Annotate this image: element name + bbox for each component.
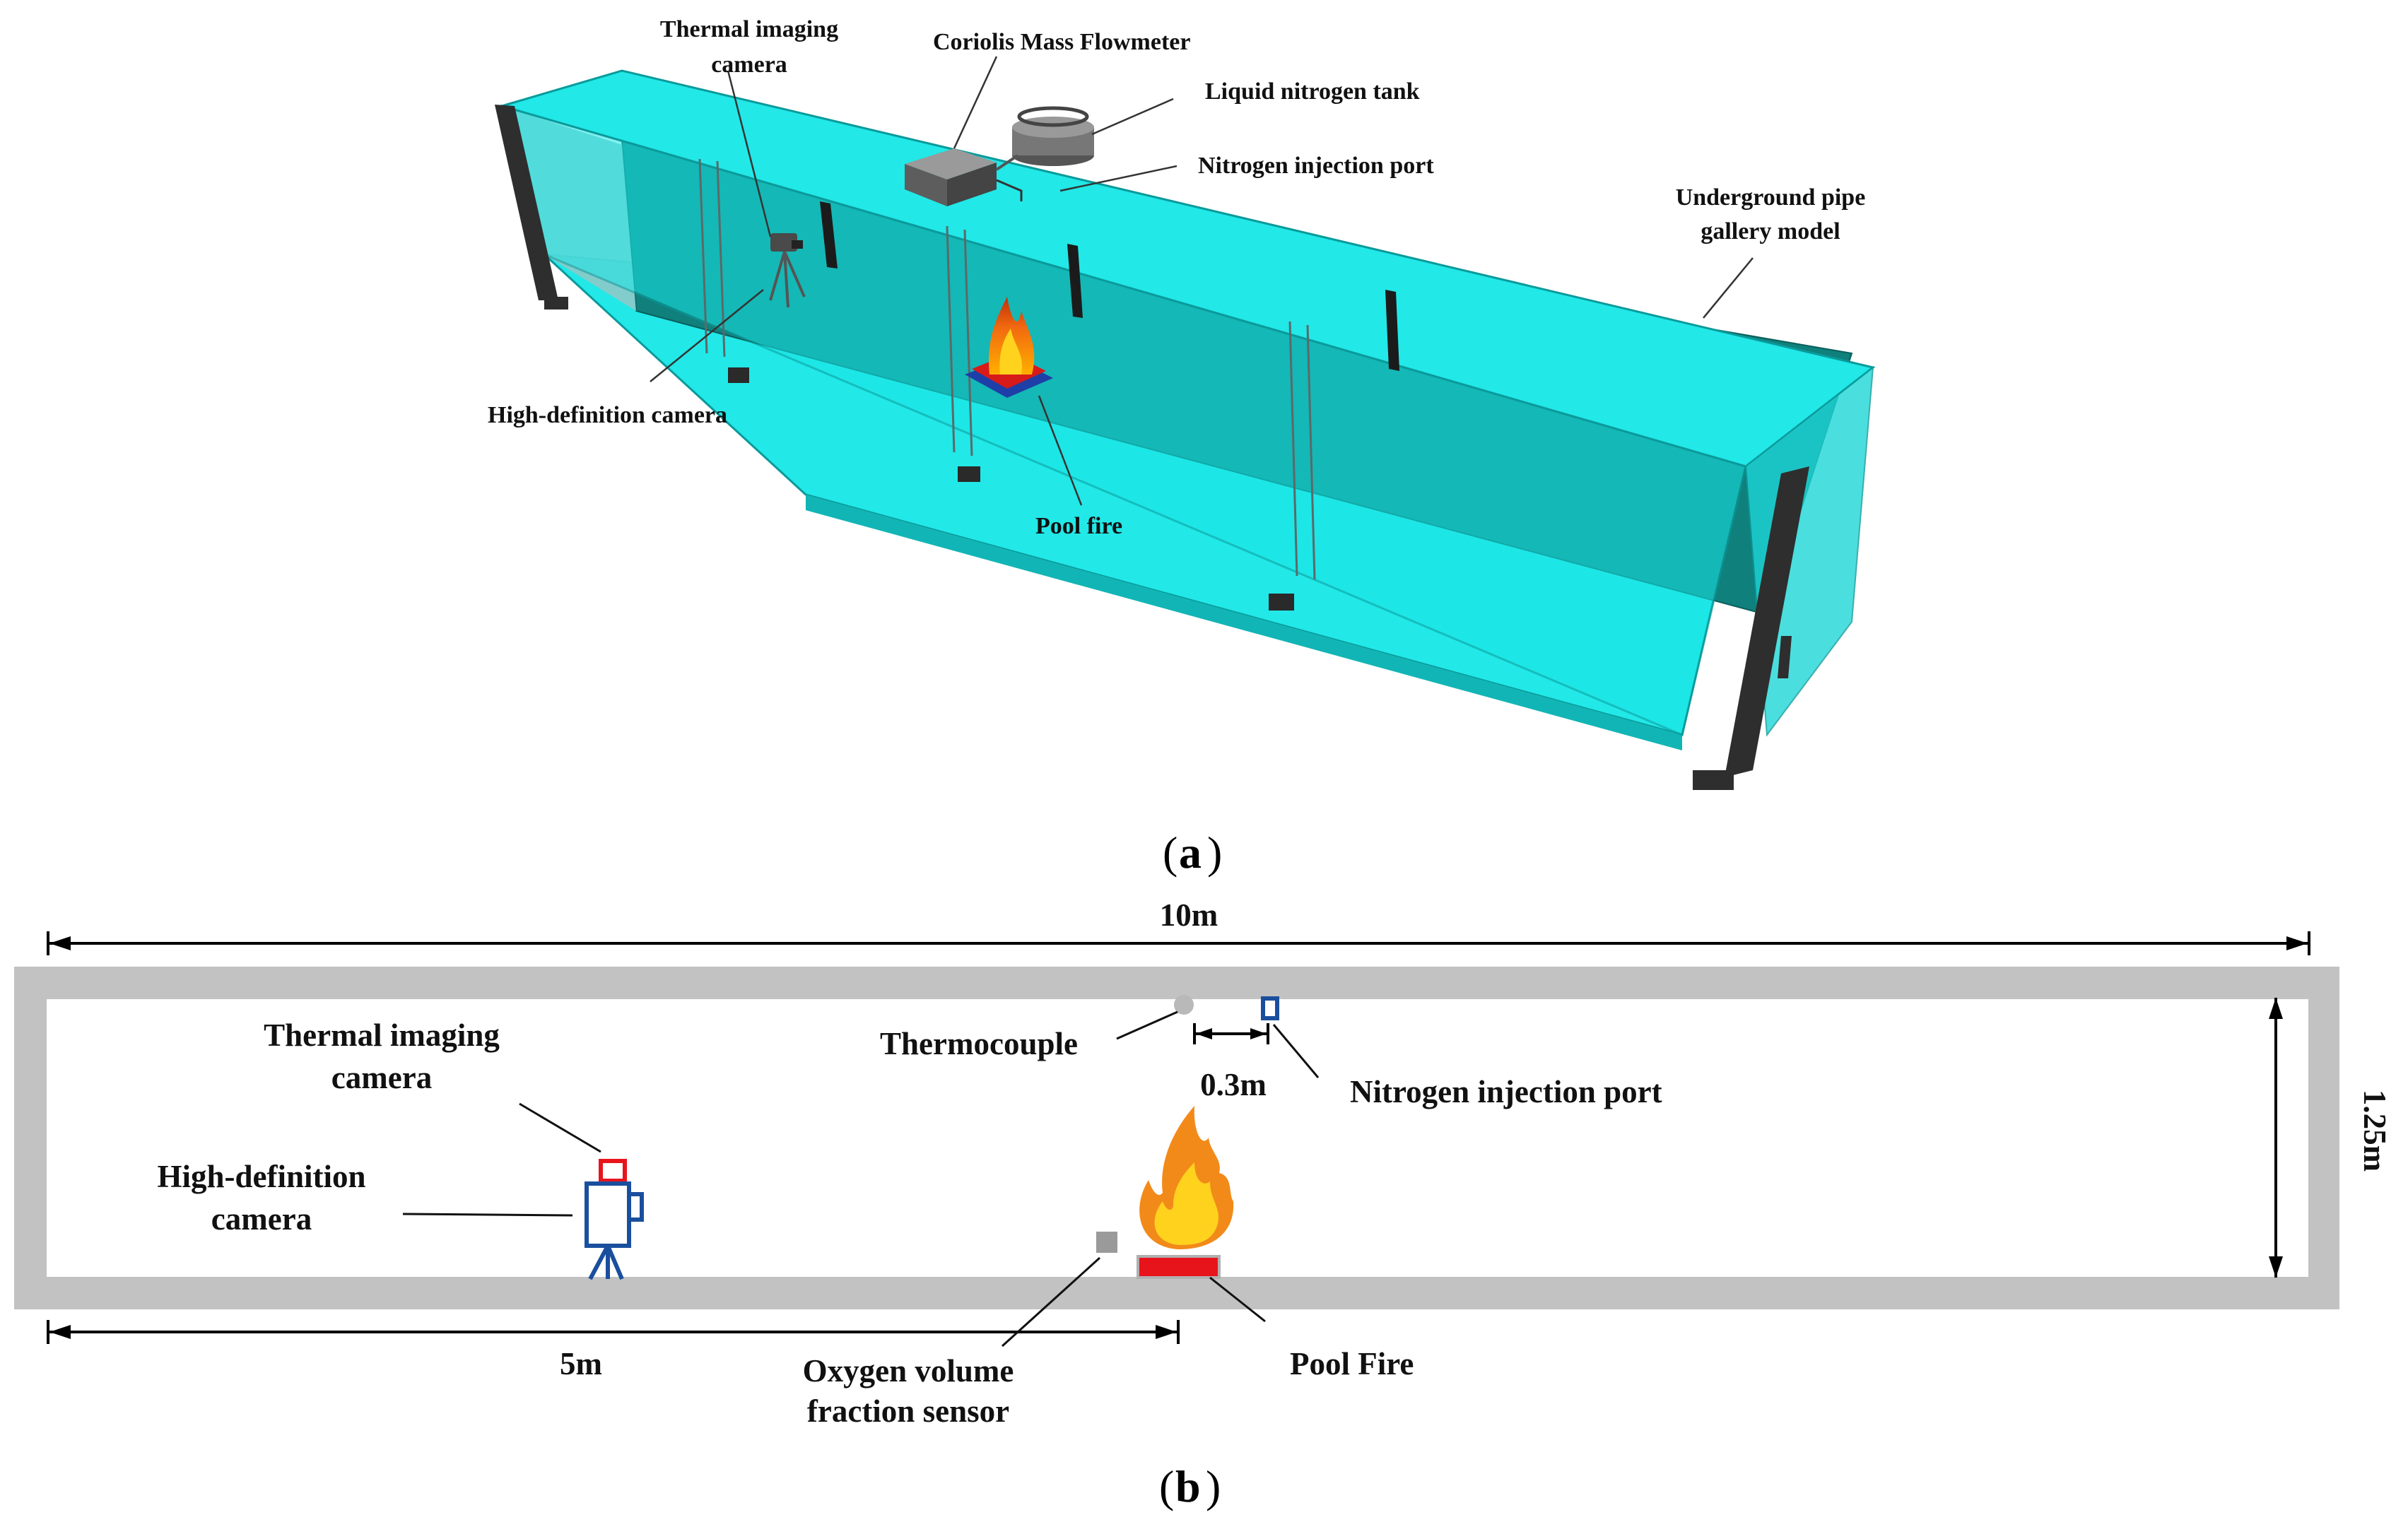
thermal-camera-a <box>769 233 806 308</box>
thermocouple-leader <box>1116 1010 1178 1040</box>
label-thermocouple: Thermocouple <box>880 1026 1078 1061</box>
label-port-offset: 0.3m <box>1200 1067 1267 1102</box>
label-hd-camera-b-1: High-definition <box>157 1159 365 1194</box>
thermocouple-dot <box>1174 995 1194 1015</box>
dimension-port-offset <box>1193 1023 1269 1044</box>
caption-a-open: ( <box>1163 827 1177 878</box>
back-wall-ribs <box>820 201 1399 371</box>
label-fire-distance: 5m <box>560 1346 602 1381</box>
leader-lines-a <box>650 56 1754 506</box>
label-pool-fire-a: Pool fire <box>1035 513 1122 539</box>
label-injection-port-b: Nitrogen injection port <box>1350 1074 1662 1109</box>
hd-camera-tripod <box>588 1244 624 1280</box>
panel-a: Thermal imaging camera Coriolis Mass Flo… <box>488 16 1876 878</box>
label-thermal-camera-b-1: Thermal imaging <box>264 1018 500 1053</box>
flame-inner-icon <box>1154 1162 1219 1245</box>
label-injection-port-a: Nitrogen injection port <box>1198 153 1434 179</box>
label-height: 1.25m <box>2357 1090 2392 1172</box>
dimension-fire-distance <box>47 1320 1180 1344</box>
hd-camera-leader <box>402 1213 573 1217</box>
label-ln2-tank: Liquid nitrogen tank <box>1205 78 1420 105</box>
camera-assembly-b <box>585 1159 644 1280</box>
liquid-nitrogen-tank <box>1012 106 1094 166</box>
label-flowmeter: Coriolis Mass Flowmeter <box>933 29 1190 55</box>
panel-b: 10m 1.25m 5m Thermocouple <box>14 897 2392 1511</box>
oxygen-sensor-icon <box>1096 1232 1117 1253</box>
label-pool-fire-b: Pool Fire <box>1290 1346 1414 1381</box>
label-oxygen-sensor-1: Oxygen volume <box>803 1353 1014 1389</box>
front-posts <box>698 158 1316 580</box>
thermal-camera-icon <box>599 1159 627 1183</box>
fuel-pan <box>1137 1255 1221 1279</box>
caption-a-close: ) <box>1207 827 1222 878</box>
post-feet <box>728 367 1294 611</box>
label-oxygen-sensor-2: fraction sensor <box>807 1393 1009 1429</box>
label-thermal-camera-b-2: camera <box>331 1060 432 1095</box>
dimension-height <box>2269 998 2283 1278</box>
thermal-camera-leader <box>519 1102 601 1153</box>
pool-fire-b <box>1137 1106 1234 1279</box>
injection-port-leader <box>1272 1024 1320 1078</box>
label-gallery-2: gallery model <box>1701 218 1840 244</box>
label-thermal-camera-a-1: Thermal imaging <box>660 16 838 42</box>
pool-fire-a <box>965 297 1053 398</box>
caption-b-open: ( <box>1159 1461 1174 1511</box>
label-length: 10m <box>1160 897 1218 933</box>
hd-camera-lens <box>627 1192 644 1222</box>
injection-port-icon <box>1261 996 1279 1020</box>
label-gallery-1: Underground pipe <box>1676 184 1866 211</box>
oxygen-sensor-leader <box>1001 1256 1101 1348</box>
label-hd-camera-b-2: camera <box>211 1201 312 1237</box>
flowmeter-box <box>905 148 1023 206</box>
caption-a: a <box>1179 827 1202 878</box>
caption-b: b <box>1175 1461 1201 1511</box>
frame-legs <box>495 105 1809 790</box>
dimension-length <box>47 931 2310 955</box>
label-hd-camera-a: High-definition camera <box>488 402 727 428</box>
caption-b-close: ) <box>1206 1461 1221 1511</box>
label-thermal-camera-a-2: camera <box>711 52 787 78</box>
pool-fire-leader <box>1209 1276 1266 1323</box>
gallery-floor-edge <box>806 495 1682 750</box>
